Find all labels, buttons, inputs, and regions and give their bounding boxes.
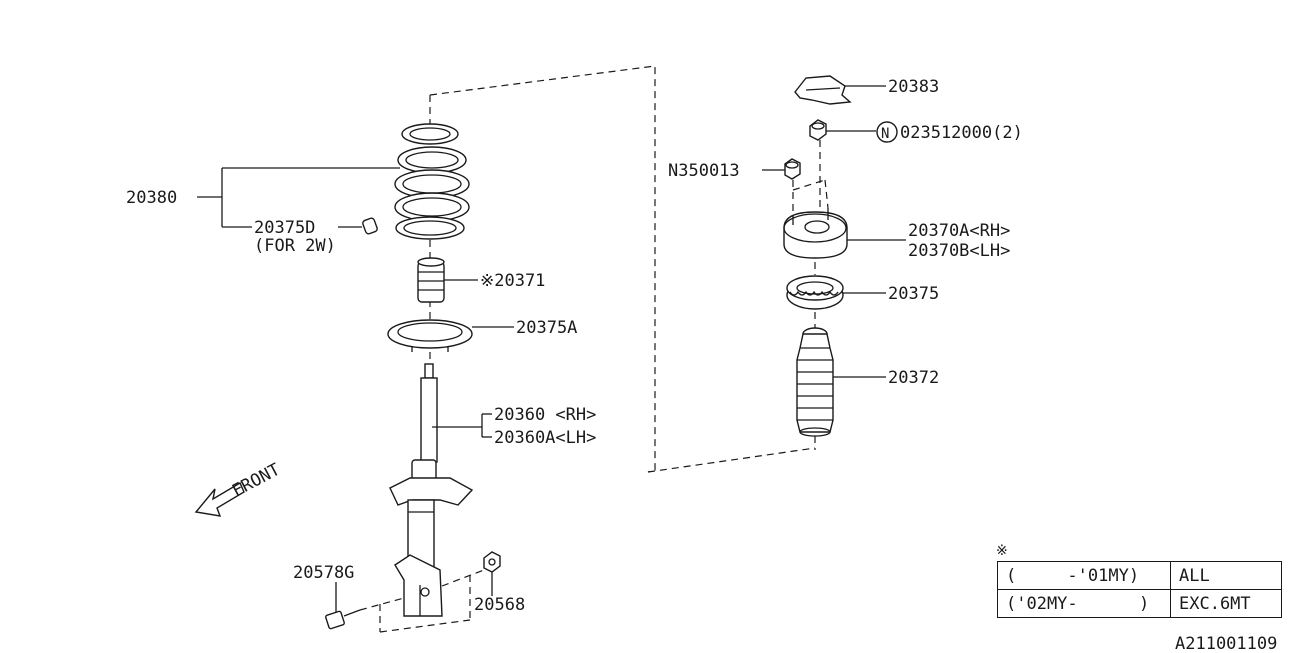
label-20370a-rh[interactable]: 20370A<RH> xyxy=(908,221,1010,241)
front-label: FRONT xyxy=(229,460,284,502)
bump-stopper-20371[interactable] xyxy=(417,257,445,303)
label-20372[interactable]: 20372 xyxy=(888,368,939,388)
label-20568[interactable]: 20568 xyxy=(474,595,525,615)
label-n350013[interactable]: N350013 xyxy=(668,161,740,181)
cap-20383[interactable] xyxy=(794,75,852,105)
note-table-mark: ※ xyxy=(996,543,1008,559)
n-marker-icon: N xyxy=(876,121,898,143)
coil-spring[interactable] xyxy=(394,123,470,240)
bolt-nut-dash-lines xyxy=(359,569,485,633)
leader-lines xyxy=(197,85,906,612)
bolt-20578g[interactable] xyxy=(325,609,361,630)
nut-023512000[interactable] xyxy=(809,119,827,141)
exploded-view-boundary xyxy=(429,65,829,473)
note-applies-cell: EXC.6MT xyxy=(1170,589,1282,618)
spring-seat-20375a[interactable] xyxy=(387,319,473,352)
label-20380[interactable]: 20380 xyxy=(126,188,177,208)
label-20375d[interactable]: 20375D xyxy=(254,218,315,238)
table-row: ( -'01MY) ALL xyxy=(997,561,1282,590)
nut-20568[interactable] xyxy=(483,551,501,573)
label-023512000[interactable]: 023512000(2) xyxy=(900,123,1023,143)
label-20375a[interactable]: 20375A xyxy=(516,318,577,338)
label-20383[interactable]: 20383 xyxy=(888,77,939,97)
strut-body-20360[interactable] xyxy=(389,363,474,617)
nut-n350013[interactable] xyxy=(784,158,801,180)
spring-cap-20375d[interactable] xyxy=(362,217,378,235)
dust-boot-20372[interactable] xyxy=(796,327,834,437)
front-direction-arrow-icon xyxy=(194,481,245,517)
note-period-cell: ('02MY- ) xyxy=(997,589,1171,618)
n-marker-letter: N xyxy=(881,126,889,142)
label-20578g[interactable]: 20578G xyxy=(293,563,354,583)
note-applies-cell: ALL xyxy=(1170,561,1282,590)
note-period-cell: ( -'01MY) xyxy=(997,561,1171,590)
mount-20370a[interactable] xyxy=(783,208,848,259)
label-20360-rh[interactable]: 20360 <RH> xyxy=(494,405,596,425)
label-20375d-note: (FOR 2W) xyxy=(254,236,336,256)
label-20360a-lh[interactable]: 20360A<LH> xyxy=(494,428,596,448)
table-row: ('02MY- ) EXC.6MT xyxy=(997,589,1282,618)
applicability-note-table: ( -'01MY) ALL ('02MY- ) EXC.6MT xyxy=(997,561,1282,618)
bearing-20375[interactable] xyxy=(786,275,844,310)
label-20375[interactable]: 20375 xyxy=(888,284,939,304)
label-20370b-lh[interactable]: 20370B<LH> xyxy=(908,241,1010,261)
diagram-id: A211001109 xyxy=(1175,634,1278,653)
label-20371[interactable]: ※20371 xyxy=(480,271,545,291)
